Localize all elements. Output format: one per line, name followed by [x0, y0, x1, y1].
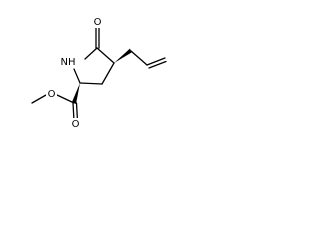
bond-c2-n: [73, 68, 81, 84]
atom-ester-carbonyl-oxygen: O: [72, 119, 80, 130]
bond-ester-o-methyl: [31, 94, 47, 104]
bond-n-c5: [84, 47, 98, 60]
atom-ring-oxygen: O: [94, 17, 102, 28]
bond-c5-c4: [96, 47, 115, 64]
bond-allyl-ch-ch2-2: [148, 60, 167, 69]
atom-ester-ether-oxygen: O: [48, 89, 56, 100]
structure-diagram: O NH O O: [31, 16, 167, 130]
bond-c4-c3: [101, 62, 115, 85]
wedge-bond-allyl: [114, 48, 132, 63]
bond-allyl-ch-ch2-1: [146, 57, 166, 66]
bond-ester-c-o-single: [56, 94, 75, 104]
wedge-bond-ester: [72, 83, 80, 104]
bond-allyl-ch2-ch: [130, 50, 148, 66]
molecule-canvas: O NH O O: [0, 0, 203, 141]
bond-c3-c2: [79, 82, 103, 85]
atom-ring-nitrogen: NH: [61, 57, 76, 68]
